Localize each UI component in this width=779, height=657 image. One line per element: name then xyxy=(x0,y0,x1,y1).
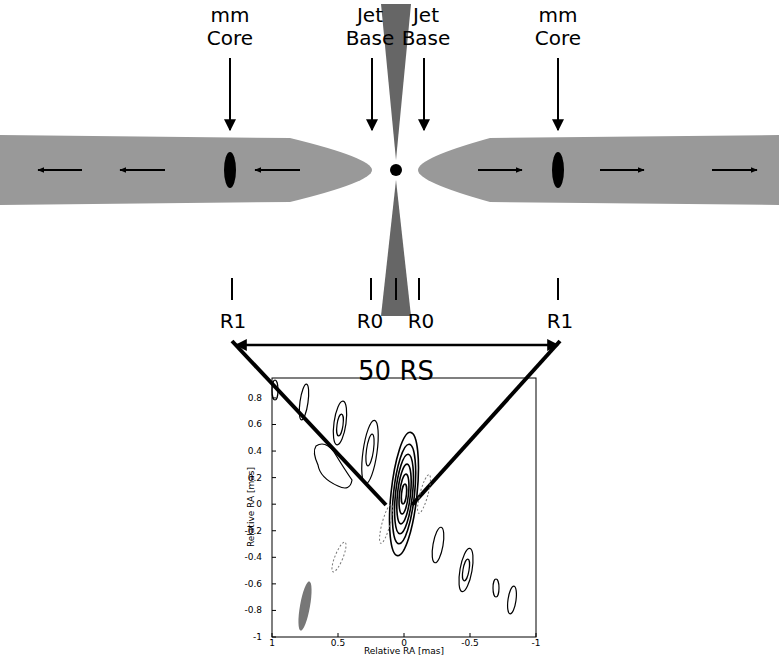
axis-label: Relative RA [mas] xyxy=(246,467,256,547)
scale-label: 50 RS xyxy=(358,357,434,387)
mm-core xyxy=(224,152,236,188)
flow-arrow xyxy=(120,169,165,171)
plot-frame xyxy=(272,378,536,637)
flow-arrow xyxy=(712,169,757,171)
contour xyxy=(364,434,375,467)
core-contours xyxy=(385,431,424,557)
contour xyxy=(493,579,499,597)
contour xyxy=(335,414,344,437)
radius-ticks xyxy=(232,278,558,300)
tick xyxy=(404,633,405,637)
axis-label: Relative RA [mas] xyxy=(364,646,444,656)
tick xyxy=(395,278,397,300)
tick-label: -1 xyxy=(253,632,262,642)
funnel-cone xyxy=(381,180,411,316)
jet-base-label: Jet Base xyxy=(340,4,400,50)
pointer-arrows xyxy=(230,58,558,130)
tick-label: -0.6 xyxy=(244,579,262,589)
negative-contour xyxy=(329,541,348,574)
flow-arrows xyxy=(38,169,757,171)
tick xyxy=(272,633,273,637)
jet-band xyxy=(0,135,372,205)
tick xyxy=(272,637,276,638)
pointer-arrow xyxy=(371,58,373,130)
tick xyxy=(272,477,276,478)
pointer-arrow xyxy=(423,58,425,130)
tick xyxy=(338,633,339,637)
core-label: mm Core xyxy=(528,4,588,50)
tick-label: -1 xyxy=(532,638,541,648)
tick-label: -0.4 xyxy=(244,552,262,562)
tick-label: -0.8 xyxy=(244,605,262,615)
tick xyxy=(272,424,276,425)
tick xyxy=(272,583,276,584)
contour xyxy=(456,547,475,592)
black-hole xyxy=(390,164,402,176)
tick-label: 0.8 xyxy=(248,393,262,403)
plot-ticks xyxy=(272,398,536,637)
pointer-arrow xyxy=(229,58,231,130)
pointer-arrow xyxy=(557,58,559,130)
contour xyxy=(400,484,407,504)
tick-label: 0.5 xyxy=(331,638,345,648)
contour xyxy=(394,463,413,524)
contour xyxy=(385,431,424,557)
contour xyxy=(331,400,349,445)
negative-contour xyxy=(415,474,433,515)
tick xyxy=(470,633,471,637)
flow-arrow xyxy=(38,169,82,171)
radius-label: R1 xyxy=(547,310,574,333)
mm-core xyxy=(552,152,564,188)
tick xyxy=(370,278,372,300)
tick-label: -0.5 xyxy=(461,638,479,648)
tick xyxy=(272,557,276,558)
contour xyxy=(397,474,410,515)
contour xyxy=(388,443,419,545)
negative-contours xyxy=(329,474,433,574)
tick xyxy=(418,278,420,300)
radius-label: R0 xyxy=(408,310,435,333)
contour xyxy=(461,559,471,582)
tick-label: 0.4 xyxy=(248,446,262,456)
tick xyxy=(272,451,276,452)
contour xyxy=(314,444,352,488)
contour xyxy=(430,526,446,563)
flow-arrow xyxy=(255,169,300,171)
tick xyxy=(536,633,537,637)
tick xyxy=(272,610,276,611)
jet-base-label: Jet Base xyxy=(396,4,456,50)
negative-contour xyxy=(377,504,395,545)
contour xyxy=(272,380,278,400)
contour xyxy=(298,384,311,421)
tick xyxy=(272,504,276,505)
contour-map xyxy=(272,380,518,614)
tick xyxy=(231,278,233,300)
radius-label: R1 xyxy=(220,310,247,333)
flow-arrow xyxy=(600,169,644,171)
tick xyxy=(272,530,276,531)
core-label: mm Core xyxy=(200,4,260,50)
zoom-line xyxy=(412,341,560,505)
contour xyxy=(506,586,518,615)
radius-label: R0 xyxy=(357,310,384,333)
flow-arrow xyxy=(478,169,522,171)
contour xyxy=(391,453,416,534)
tick-label: 0.6 xyxy=(248,419,262,429)
jet-band xyxy=(418,135,779,205)
tick-label: 0 xyxy=(256,499,262,509)
beam-ellipse xyxy=(296,581,315,632)
tick-label: 1 xyxy=(269,638,275,648)
contour xyxy=(359,419,382,484)
dimension-arrow xyxy=(236,344,558,347)
tick xyxy=(557,278,559,300)
